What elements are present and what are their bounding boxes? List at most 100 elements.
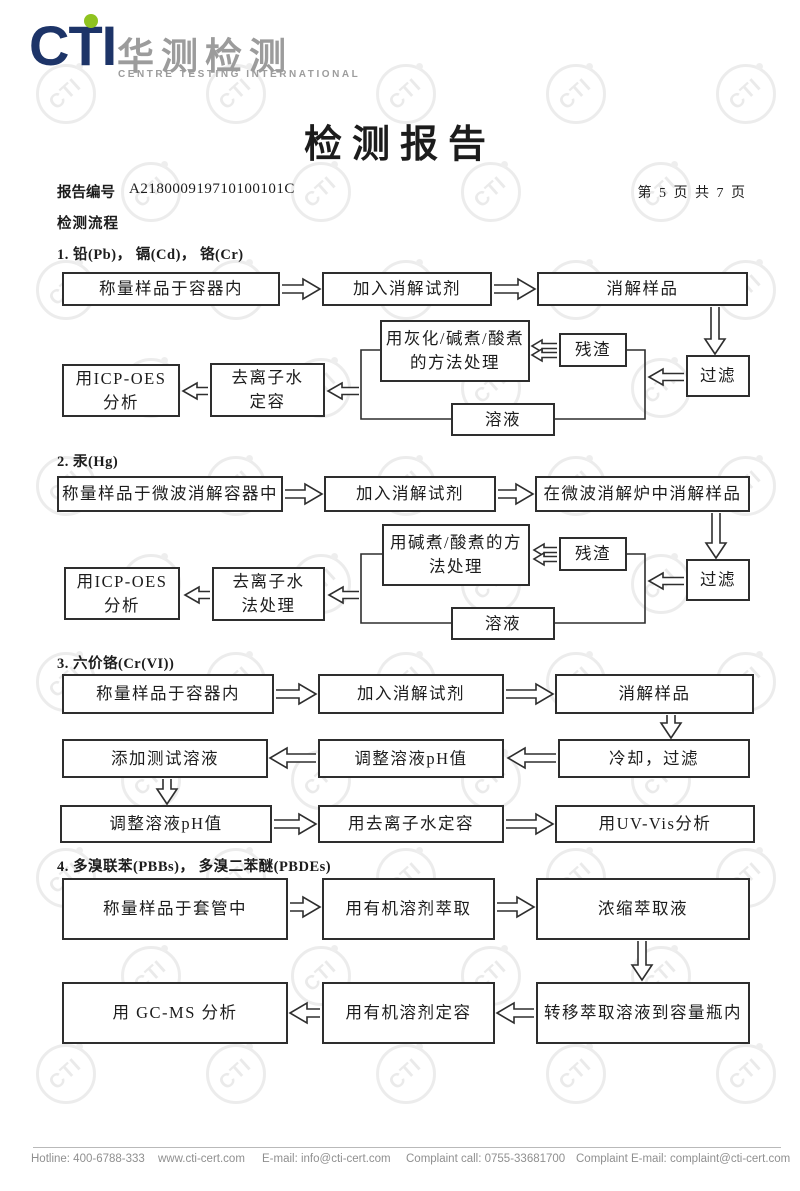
flow-arrow bbox=[532, 542, 557, 558]
cti-watermark-icon: CTI bbox=[461, 161, 521, 222]
flow-arrow bbox=[268, 746, 316, 770]
flow-arrow bbox=[630, 941, 654, 982]
footer-divider bbox=[33, 1147, 781, 1148]
flow-arrow bbox=[506, 812, 555, 836]
flow-box-s4-1: 称量样品于套管中 bbox=[62, 878, 288, 940]
cti-watermark-icon: CTI bbox=[206, 63, 266, 124]
flow-arrow bbox=[274, 812, 318, 836]
flow-box-s3-8: 用去离子水定容 bbox=[318, 805, 504, 843]
flow-arrow bbox=[555, 553, 646, 624]
cti-logo-english: CENTRE TESTING INTERNATIONAL bbox=[118, 69, 361, 80]
flow-arrow bbox=[555, 349, 646, 420]
flow-box-s1-8: 用ICP-OES 分析 bbox=[62, 364, 180, 417]
flow-arrow bbox=[498, 482, 535, 506]
cti-watermark-icon: CTI bbox=[631, 161, 691, 222]
flow-arrow bbox=[494, 277, 537, 301]
cti-watermark-icon: CTI bbox=[376, 1043, 436, 1104]
flow-arrow bbox=[647, 367, 684, 387]
flow-box-s1-1: 称量样品于容器内 bbox=[62, 272, 280, 306]
flow-box-s1-9: 溶液 bbox=[451, 403, 555, 436]
cti-logo: CTI bbox=[29, 14, 117, 77]
flow-box-s1-3: 消解样品 bbox=[537, 272, 748, 306]
flow-arrow bbox=[497, 895, 536, 919]
flow-box-s3-3: 消解样品 bbox=[555, 674, 754, 714]
flow-box-s1-5: 残渣 bbox=[559, 333, 627, 367]
flow-section-label-3: 3. 六价铬(Cr(VI)) bbox=[57, 656, 175, 672]
flow-arrow bbox=[506, 682, 555, 706]
flow-arrow bbox=[659, 715, 683, 740]
flow-section-heading: 检测流程 bbox=[57, 216, 119, 232]
flow-box-s2-9: 溶液 bbox=[451, 607, 555, 640]
cti-watermark-icon: CTI bbox=[716, 1043, 776, 1104]
flow-arrow bbox=[288, 1001, 320, 1025]
footer-item-3: E-mail: info@cti-cert.com bbox=[262, 1153, 391, 1165]
flow-box-s2-2: 加入消解试剂 bbox=[324, 476, 496, 512]
flow-arrow bbox=[181, 381, 208, 401]
flow-arrow bbox=[530, 347, 557, 363]
document-title: 检测报告 bbox=[303, 124, 496, 166]
flow-arrow bbox=[703, 307, 727, 356]
flow-box-s2-6: 过滤 bbox=[686, 559, 750, 601]
flow-box-s2-7: 去离子水 法处理 bbox=[212, 567, 325, 621]
flow-box-s3-7: 调整溶液pH值 bbox=[60, 805, 272, 843]
flow-arrow bbox=[327, 585, 359, 605]
flow-section-label-1: 1. 铅(Pb)， 镉(Cd)， 铬(Cr) bbox=[57, 247, 244, 263]
flow-box-s4-6: 用 GC-MS 分析 bbox=[62, 982, 288, 1044]
cti-logo-chinese: 华测检测 bbox=[117, 36, 293, 77]
report-number-value: A218000919710100101C bbox=[129, 181, 295, 197]
cti-watermark-icon: CTI bbox=[546, 1043, 606, 1104]
flow-arrow bbox=[183, 585, 210, 605]
flow-box-s4-3: 浓缩萃取液 bbox=[536, 878, 750, 940]
cti-watermark-icon: CTI bbox=[716, 63, 776, 124]
flow-arrow bbox=[285, 482, 324, 506]
cti-watermark-icon: CTI bbox=[36, 63, 96, 124]
flow-arrow bbox=[360, 553, 451, 624]
flow-box-s1-4: 用灰化/碱煮/酸煮 的方法处理 bbox=[380, 320, 530, 382]
flow-box-s4-5: 用有机溶剂定容 bbox=[322, 982, 495, 1044]
page-indicator: 第 5 页 共 7 页 bbox=[637, 186, 747, 201]
flow-arrow bbox=[532, 551, 557, 567]
flow-arrow bbox=[530, 338, 557, 354]
flow-arrow bbox=[647, 571, 684, 591]
footer-item-5: Complaint E-mail: complaint@cti-cert.com bbox=[576, 1153, 791, 1165]
flow-box-s3-1: 称量样品于容器内 bbox=[62, 674, 274, 714]
footer-item-1: Hotline: 400-6788-333 bbox=[31, 1153, 145, 1165]
flow-box-s1-6: 过滤 bbox=[686, 355, 750, 397]
flow-box-s4-4: 转移萃取溶液到容量瓶内 bbox=[536, 982, 750, 1044]
flow-section-label-4: 4. 多溴联苯(PBBs)， 多溴二苯醚(PBDEs) bbox=[57, 859, 332, 875]
flow-box-s4-2: 用有机溶剂萃取 bbox=[322, 878, 495, 940]
flow-box-s3-9: 用UV-Vis分析 bbox=[555, 805, 755, 843]
cti-watermark-icon: CTI bbox=[36, 1043, 96, 1104]
flow-box-s2-5: 残渣 bbox=[559, 537, 627, 571]
flow-box-s3-4: 冷却，过滤 bbox=[558, 739, 750, 778]
footer-item-4: Complaint call: 0755-33681700 bbox=[406, 1153, 566, 1165]
flow-box-s1-7: 去离子水 定容 bbox=[210, 363, 325, 417]
cti-watermark-icon: CTI bbox=[206, 1043, 266, 1104]
cti-logo-dot-icon bbox=[84, 14, 98, 28]
flow-box-s2-1: 称量样品于微波消解容器中 bbox=[57, 476, 283, 512]
flow-box-s3-2: 加入消解试剂 bbox=[318, 674, 504, 714]
flow-box-s2-4: 用碱煮/酸煮的方 法处理 bbox=[382, 524, 530, 586]
flow-arrow bbox=[495, 1001, 534, 1025]
flow-arrow bbox=[276, 682, 318, 706]
flow-arrow bbox=[360, 349, 451, 420]
flow-arrow bbox=[506, 746, 556, 770]
flow-arrow bbox=[290, 895, 322, 919]
cti-watermark-icon: CTI bbox=[121, 161, 181, 222]
cti-watermark-icon: CTI bbox=[291, 161, 351, 222]
flow-box-s3-6: 添加测试溶液 bbox=[62, 739, 268, 778]
flow-arrow bbox=[704, 513, 728, 560]
flow-arrow bbox=[282, 277, 322, 301]
flow-arrow bbox=[326, 381, 359, 401]
flow-box-s1-2: 加入消解试剂 bbox=[322, 272, 492, 306]
footer-item-2: www.cti-cert.com bbox=[158, 1153, 245, 1165]
flow-box-s2-8: 用ICP-OES 分析 bbox=[64, 567, 180, 620]
flow-section-label-2: 2. 汞(Hg) bbox=[57, 454, 119, 470]
flow-arrow bbox=[155, 779, 179, 806]
report-number-label: 报告编号 bbox=[57, 185, 115, 201]
flow-box-s2-3: 在微波消解炉中消解样品 bbox=[535, 476, 750, 512]
cti-watermark-icon: CTI bbox=[291, 945, 351, 1006]
cti-watermark-icon: CTI bbox=[546, 63, 606, 124]
